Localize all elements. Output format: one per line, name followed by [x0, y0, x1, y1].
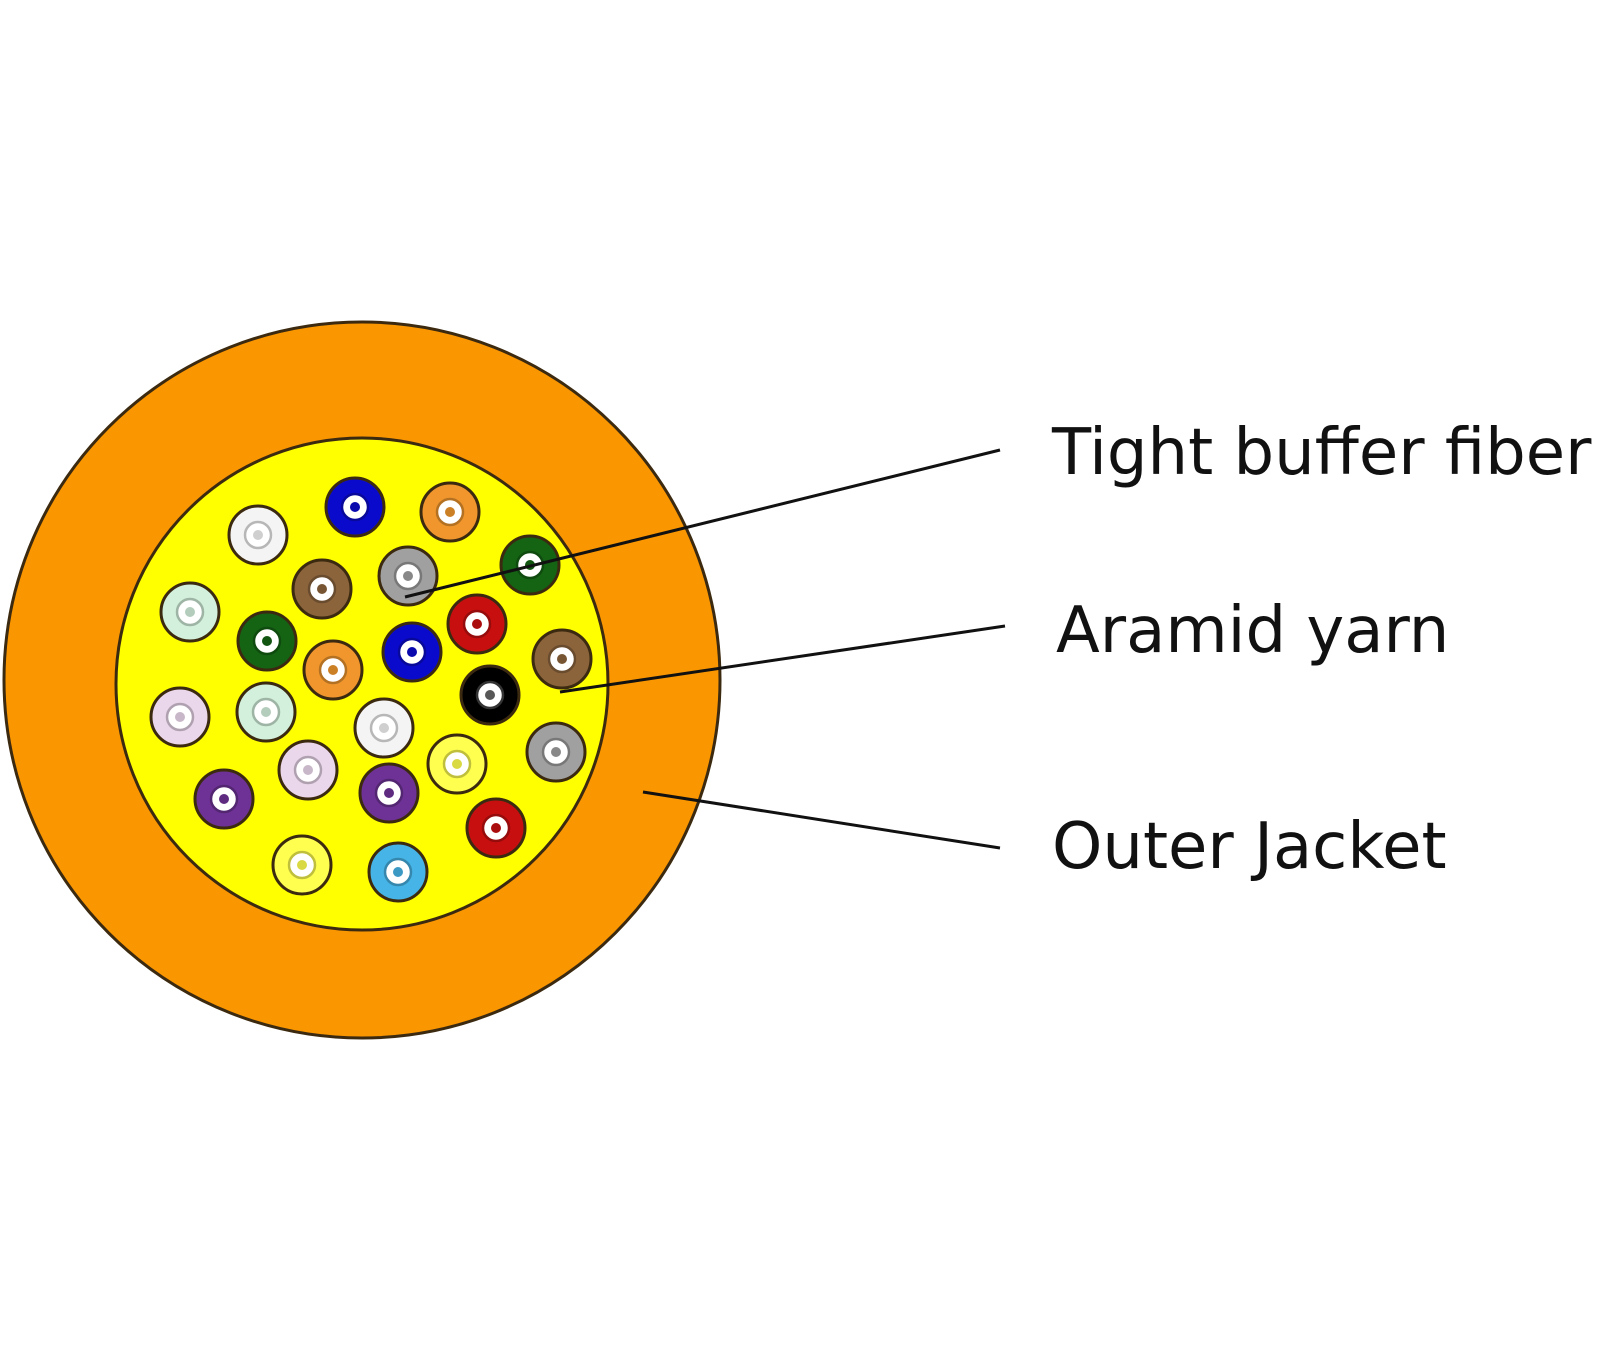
fiber-core — [328, 665, 338, 675]
tight-buffer-fiber-rose — [277, 739, 339, 801]
fiber-core — [393, 867, 403, 877]
tight-buffer-fiber-rose — [149, 686, 211, 748]
fiber-core — [262, 636, 272, 646]
tight-buffer-fiber-yellow — [271, 834, 333, 896]
tight-buffer-fiber-blue — [381, 621, 443, 683]
tight-buffer-fiber-label: Tight buffer fiber — [1051, 416, 1592, 490]
outer-jacket-label: Outer Jacket — [1052, 810, 1447, 884]
fiber-core — [261, 707, 271, 717]
tight-buffer-fiber-mint — [235, 681, 297, 743]
tight-buffer-fiber-aqua — [367, 841, 429, 903]
tight-buffer-fiber-yellow — [426, 733, 488, 795]
tight-buffer-fiber-green — [236, 610, 298, 672]
fiber-core — [175, 712, 185, 722]
tight-buffer-fiber-orange — [302, 639, 364, 701]
fiber-core — [403, 571, 413, 581]
tight-buffer-fiber-blue — [324, 476, 386, 538]
tight-buffer-fiber-white — [227, 504, 289, 566]
fiber-core — [452, 759, 462, 769]
tight-buffer-fiber-group — [149, 476, 593, 903]
fiber-core — [472, 619, 482, 629]
tight-buffer-fiber-brown — [531, 628, 593, 690]
tight-buffer-fiber-violet — [193, 768, 255, 830]
tight-buffer-leader-line — [404, 448, 1001, 599]
tight-buffer-fiber-red — [446, 593, 508, 655]
fiber-core — [297, 860, 307, 870]
fiber-core — [557, 654, 567, 664]
tight-buffer-fiber-orange — [419, 481, 481, 543]
tight-buffer-fiber-slate — [377, 545, 439, 607]
fiber-core — [219, 794, 229, 804]
fiber-core — [317, 584, 327, 594]
fiber-core — [407, 647, 417, 657]
fiber-core — [491, 823, 501, 833]
fiber-core — [185, 607, 195, 617]
fiber-core — [551, 747, 561, 757]
tight-buffer-fiber-brown — [291, 558, 353, 620]
tight-buffer-fiber-violet — [358, 762, 420, 824]
fiber-core — [253, 530, 263, 540]
aramid-yarn-label: Aramid yarn — [1056, 594, 1449, 668]
tight-buffer-fiber-slate — [525, 721, 587, 783]
tight-buffer-fiber-red — [465, 797, 527, 859]
aramid-yarn-leader-line — [559, 624, 1006, 694]
fiber-core — [485, 690, 495, 700]
tight-buffer-fiber-white — [353, 697, 415, 759]
outer-jacket-leader-line — [642, 790, 1001, 850]
fiber-core — [379, 723, 389, 733]
tight-buffer-fiber-black — [459, 664, 521, 726]
fiber-core — [350, 502, 360, 512]
fiber-core — [384, 788, 394, 798]
fiber-core — [303, 765, 313, 775]
tight-buffer-fiber-mint — [159, 581, 221, 643]
fiber-core — [445, 507, 455, 517]
